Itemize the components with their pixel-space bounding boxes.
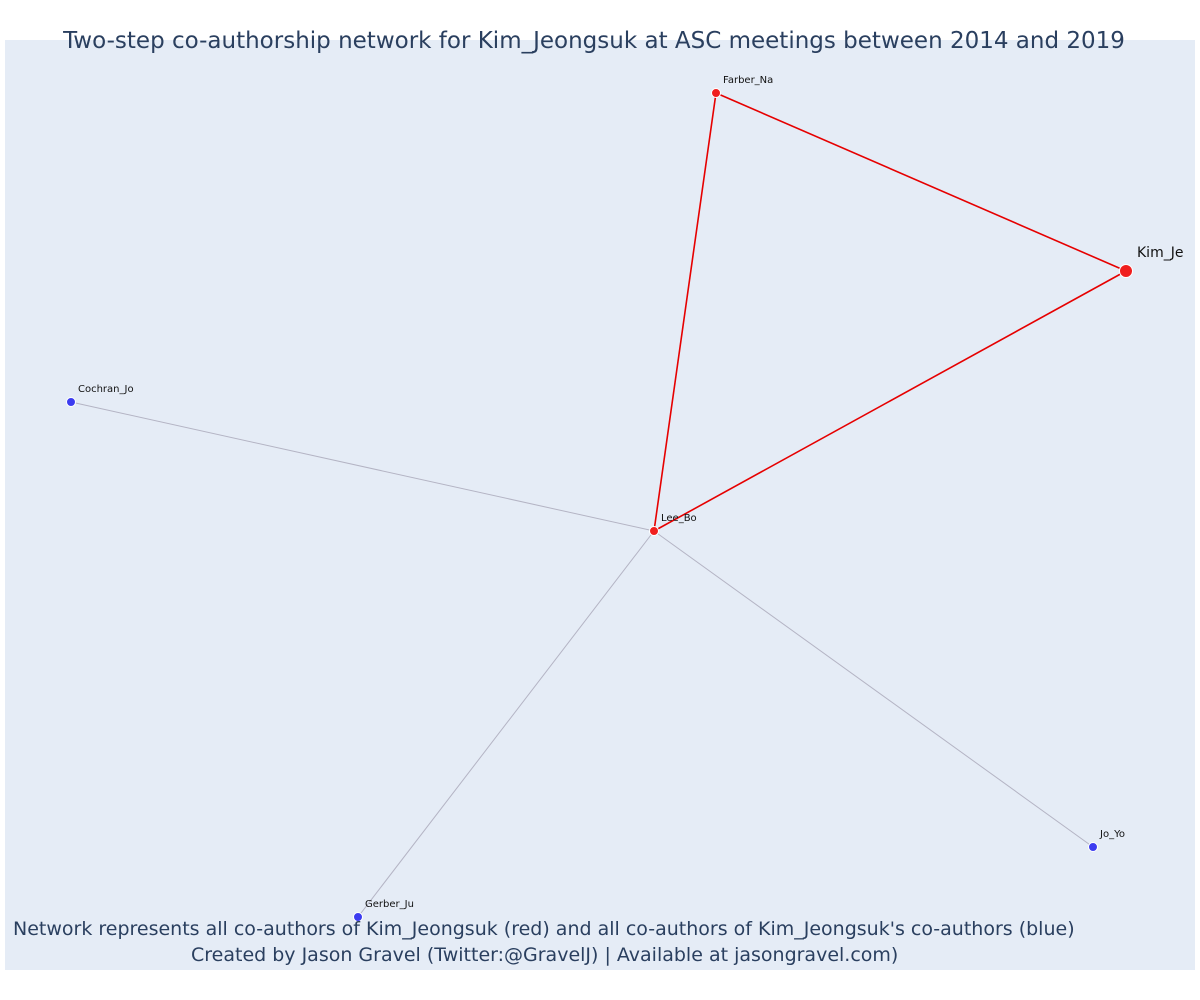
edge-lee-jo <box>653 530 1094 848</box>
edge-lee-cochran <box>70 401 655 532</box>
caption-credit: Created by Jason Gravel (Twitter:@Gravel… <box>191 944 899 966</box>
edge-lee-gerber <box>357 530 655 918</box>
node-lee[interactable] <box>649 526 659 536</box>
edge-farber-kim <box>715 92 1127 272</box>
node-cochran[interactable] <box>66 397 76 407</box>
plot-area <box>5 40 1195 970</box>
node-farber[interactable] <box>711 88 721 98</box>
node-label-gerber: Gerber_Ju <box>365 899 414 910</box>
nodes-layer <box>66 88 1133 922</box>
node-label-lee: Lee_Bo <box>661 513 697 524</box>
node-kim[interactable] <box>1119 264 1133 278</box>
edge-lee-kim <box>653 270 1127 532</box>
chart-title: Two-step co-authorship network for Kim_J… <box>63 28 1125 54</box>
edges-layer <box>70 92 1127 918</box>
node-jo[interactable] <box>1088 842 1098 852</box>
node-label-jo: Jo_Yo <box>1099 829 1125 840</box>
node-gerber[interactable] <box>353 912 363 922</box>
node-label-farber: Farber_Na <box>723 75 773 86</box>
node-label-cochran: Cochran_Jo <box>78 384 134 395</box>
node-label-kim: Kim_Je <box>1137 245 1183 261</box>
caption-description: Network represents all co-authors of Kim… <box>13 918 1075 940</box>
edge-farber-lee <box>653 92 717 532</box>
